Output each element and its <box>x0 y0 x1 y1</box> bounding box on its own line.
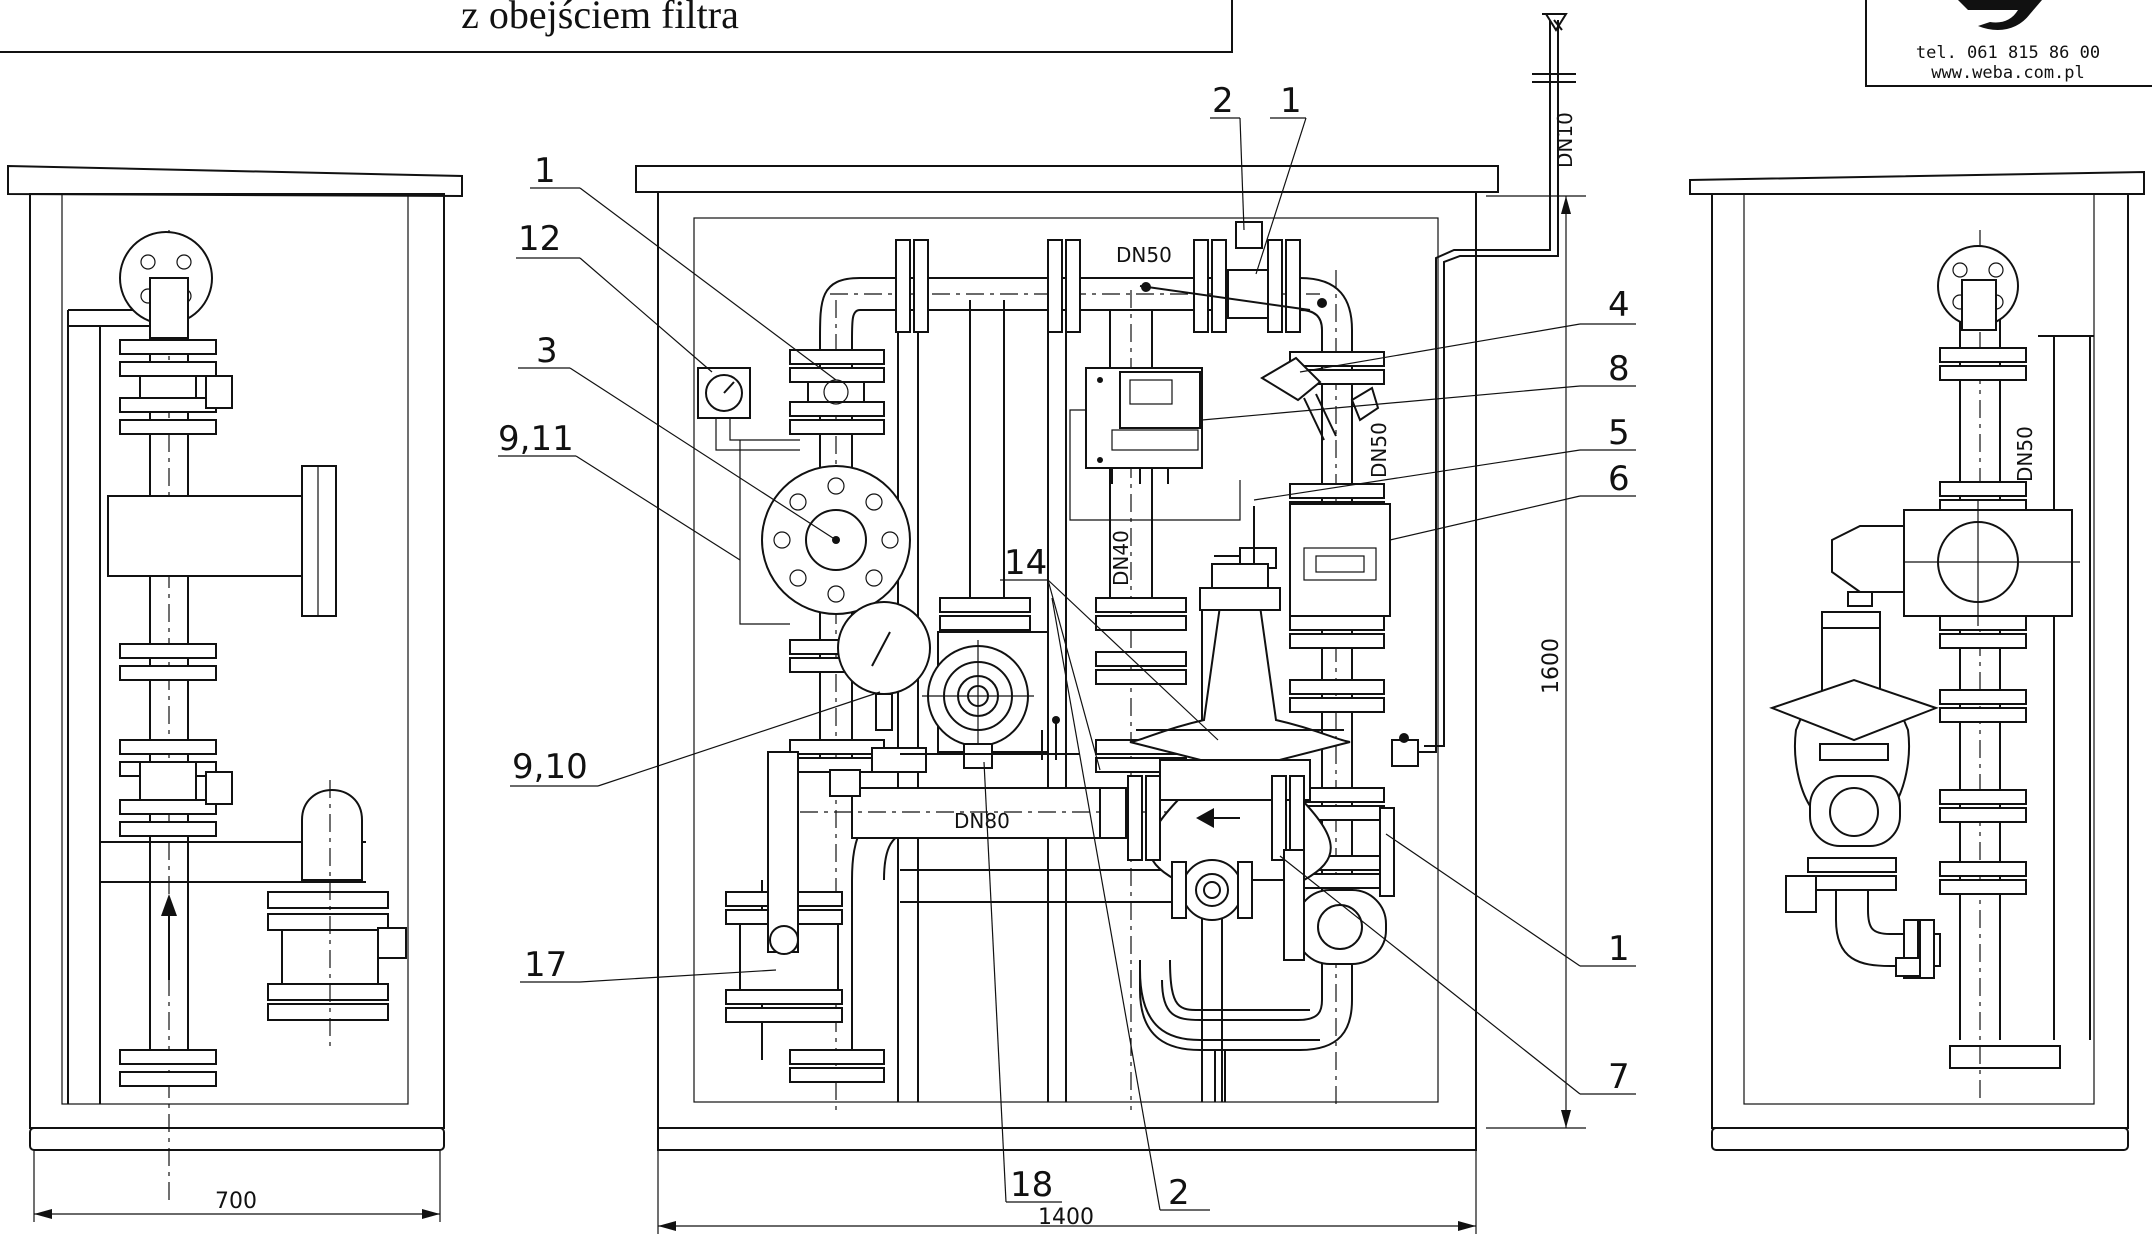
pressure-gauge-box <box>697 367 800 451</box>
title-block: z obejściem filtra <box>0 0 1233 53</box>
callout-6: 6 <box>1608 459 1630 499</box>
pipe-size-dn50-top: DN50 <box>1116 243 1172 267</box>
dimension-1400: 1400 <box>1038 1205 1094 1230</box>
gas-meter <box>1214 503 1391 617</box>
pipe-size-dn50-right: DN50 <box>2013 426 2037 482</box>
callout-2-top: 2 <box>1212 81 1234 121</box>
dimension-1600: 1600 <box>1539 638 1564 694</box>
flow-computer-unit <box>1069 367 1241 521</box>
callouts: 1 12 3 9,11 9,10 17 2 1 4 8 <box>498 81 1636 1213</box>
callout-5: 5 <box>1608 413 1630 453</box>
dn40-flanges <box>939 597 1187 773</box>
company-logo <box>1958 0 2042 30</box>
callout-7: 7 <box>1608 1057 1630 1097</box>
temperature-transmitter <box>1260 356 1380 441</box>
callout-9-10: 9,10 <box>512 747 588 787</box>
left-side-view: 700 <box>7 164 463 1222</box>
drawing-title: z obejściem filtra <box>461 0 739 37</box>
callout-1-top: 1 <box>1280 81 1302 121</box>
callout-17: 17 <box>524 945 567 985</box>
pipe-size-dn10: DN10 <box>1553 112 1577 168</box>
right-side-view: DN50 <box>1689 170 2145 1151</box>
filter-flange <box>739 440 911 625</box>
callout-2-bottom: 2 <box>1168 1173 1190 1213</box>
callout-14: 14 <box>1004 543 1047 583</box>
callout-3: 3 <box>536 331 558 371</box>
callout-18: 18 <box>1010 1165 1053 1205</box>
dimension-700: 700 <box>215 1189 257 1214</box>
company-block: tel. 061 815 86 00 www.weba.com.pl <box>1865 0 2152 87</box>
pipe-size-dn40: DN40 <box>1109 530 1133 586</box>
company-website: www.weba.com.pl <box>1931 63 2085 83</box>
left-flanges <box>119 339 217 1087</box>
shutoff-valve <box>900 631 1080 769</box>
callout-9-11: 9,11 <box>498 419 574 459</box>
pressure-regulator <box>1099 563 1351 881</box>
company-phone: tel. 061 815 86 00 <box>1916 43 2100 63</box>
front-view: DN50 <box>635 13 1586 1234</box>
dial-gauge <box>829 601 931 797</box>
pipe-size-dn50-vertical: DN50 <box>1367 422 1391 478</box>
callout-1-top-left: 1 <box>534 151 556 191</box>
callout-12: 12 <box>518 219 561 259</box>
pipe-size-dn80: DN80 <box>954 809 1010 833</box>
callout-1-right: 1 <box>1608 929 1630 969</box>
callout-4: 4 <box>1608 285 1630 325</box>
top-header-flanges <box>895 239 1301 333</box>
callout-8: 8 <box>1608 349 1630 389</box>
